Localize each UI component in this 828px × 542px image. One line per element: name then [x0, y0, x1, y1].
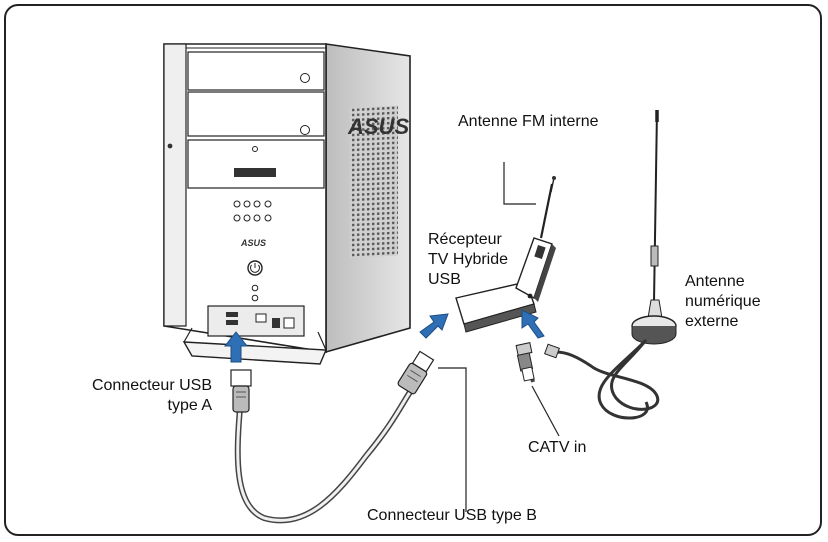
fm-antenna-rod: [539, 183, 554, 239]
leader-fm-antenna: [503, 162, 536, 205]
label-usb-a-line1: Connecteur USB: [91, 377, 212, 394]
lcd-display: [234, 168, 276, 177]
arrow-catv: [521, 309, 545, 339]
label-receiver-line1: Récepteur: [428, 231, 502, 248]
eject-button-2: [300, 125, 310, 135]
leader-lines: [438, 162, 560, 512]
audio-jack-1: [251, 284, 259, 292]
label-digital-antenna-line1: Antenne: [685, 273, 745, 290]
diagram-frame: ASUS ASUS: [4, 4, 822, 536]
power-led: [167, 143, 173, 149]
optical-port: [283, 317, 295, 329]
eject-button-1: [300, 73, 310, 83]
label-digital-antenna: Antenne numérique externe: [685, 272, 761, 332]
label-usb-a-line2: type A: [167, 397, 212, 414]
front-buttons: [233, 200, 272, 222]
label-receiver-line3: USB: [428, 271, 461, 288]
label-usb-a: Connecteur USB type A: [64, 376, 212, 416]
connection-illustration: ASUS ASUS: [163, 43, 677, 524]
side-logo: ASUS: [347, 114, 409, 139]
usb-port-1: [226, 312, 238, 317]
usb-port-2: [226, 320, 238, 325]
label-fm-antenna: Antenne FM interne: [458, 113, 599, 130]
catv-connector: [515, 342, 535, 383]
label-catv: CATV in: [528, 439, 587, 456]
firewire-port: [272, 318, 280, 328]
usb-b-plug: [397, 350, 435, 395]
label-digital-antenna-line3: externe: [685, 313, 739, 330]
tv-receiver: [455, 176, 556, 333]
direction-arrows: [223, 309, 545, 363]
leader-usb-b: [438, 367, 467, 512]
usb-cable: [230, 350, 435, 524]
label-digital-antenna-line2: numérique: [685, 293, 761, 310]
digital-antenna: [544, 109, 677, 420]
front-bezel-strip: [163, 43, 187, 327]
coax-cable: [555, 339, 660, 411]
label-receiver-line2: TV Hybride: [428, 251, 509, 268]
front-logo: ASUS: [240, 238, 266, 248]
digital-antenna-whip: [653, 109, 658, 303]
arrow-usb-b: [419, 313, 449, 339]
audio-jack-2: [251, 294, 259, 302]
optical-drive-1: [187, 51, 325, 91]
leader-catv: [531, 385, 560, 437]
reader-led: [252, 146, 258, 152]
label-usb-b: Connecteur USB type B: [367, 507, 537, 524]
io-door: [182, 341, 328, 365]
arrow-usb-a: [223, 331, 249, 363]
side-vent-grille: [350, 105, 398, 258]
label-receiver: Récepteur TV Hybride USB: [428, 230, 508, 290]
pc-tower: ASUS ASUS: [163, 43, 411, 365]
usb-a-plug: [230, 369, 252, 413]
ethernet-port: [255, 313, 267, 323]
